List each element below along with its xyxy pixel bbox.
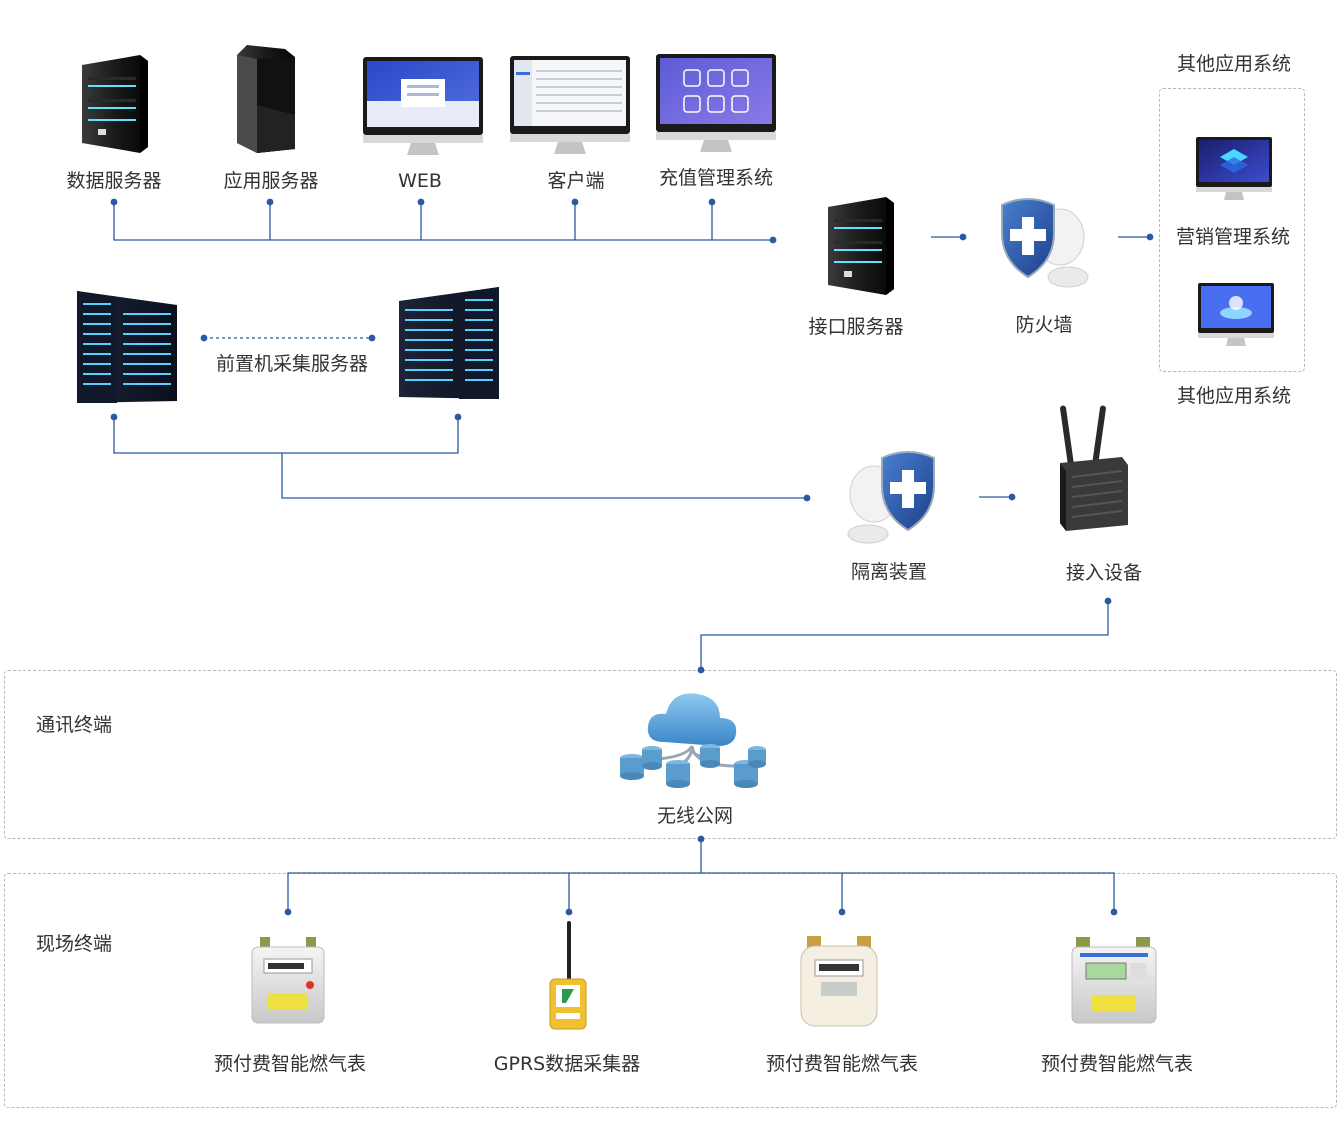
label-other-apps-top: 其他应用系统 bbox=[1176, 53, 1292, 75]
app-server-icon bbox=[237, 45, 295, 153]
front-server-rack-icon-1 bbox=[77, 291, 177, 403]
front-bus-line bbox=[113, 417, 459, 454]
connection-lines bbox=[113, 202, 1150, 912]
label-client: 客户端 bbox=[547, 170, 605, 192]
web-monitor-icon bbox=[363, 57, 483, 155]
isolation-shield-icon bbox=[847, 451, 935, 544]
front-server-rack-icon-2 bbox=[399, 287, 499, 399]
connection-dots bbox=[110, 198, 1154, 916]
label-data-server: 数据服务器 bbox=[66, 170, 162, 192]
gas-meter-icon-1 bbox=[251, 937, 325, 1024]
other-apps-box bbox=[1159, 88, 1305, 372]
label-marketing-system: 营销管理系统 bbox=[1175, 226, 1291, 248]
top-bus-line bbox=[113, 202, 773, 241]
recharge-monitor-icon bbox=[656, 54, 776, 152]
label-firewall: 防火墙 bbox=[1015, 314, 1073, 336]
gas-meter-icon-2 bbox=[800, 936, 878, 1027]
comm-terminal-section bbox=[4, 670, 1337, 839]
label-app-server: 应用服务器 bbox=[223, 170, 319, 192]
label-isolation-device: 隔离装置 bbox=[850, 561, 928, 583]
data-server-icon bbox=[82, 55, 148, 153]
label-gas-meter-1: 预付费智能燃气表 bbox=[213, 1053, 367, 1075]
client-monitor-icon bbox=[510, 56, 630, 154]
label-gas-meter-2: 预付费智能燃气表 bbox=[765, 1053, 919, 1075]
label-access-device: 接入设备 bbox=[1065, 562, 1143, 584]
access-to-network bbox=[700, 601, 1109, 670]
field-terminal-title: 现场终端 bbox=[36, 933, 113, 955]
label-web: WEB bbox=[398, 170, 442, 192]
gas-meter-icon-3 bbox=[1071, 937, 1157, 1024]
wireless-network-cloud-icon bbox=[620, 693, 766, 788]
field-bus-line bbox=[287, 872, 1115, 912]
label-gprs-collector: GPRS数据采集器 bbox=[493, 1053, 641, 1075]
firewall-shield-icon bbox=[1001, 198, 1089, 288]
database-stack-icons bbox=[620, 744, 766, 788]
label-other-apps-bottom: 其他应用系统 bbox=[1176, 385, 1292, 407]
label-gas-meter-3: 预付费智能燃气表 bbox=[1040, 1053, 1194, 1075]
label-front-servers: 前置机采集服务器 bbox=[215, 353, 369, 375]
label-wireless-network: 无线公网 bbox=[656, 805, 734, 827]
app-monitor-icon-2 bbox=[1198, 283, 1274, 346]
app-monitor-icon-1 bbox=[1196, 137, 1272, 200]
access-device-router-icon bbox=[1060, 405, 1128, 531]
label-interface-server: 接口服务器 bbox=[808, 316, 904, 338]
comm-terminal-title: 通讯终端 bbox=[36, 714, 113, 736]
label-recharge-system: 充值管理系统 bbox=[658, 167, 774, 189]
interface-server-icon bbox=[828, 197, 894, 295]
gprs-collector-icon bbox=[549, 921, 587, 1030]
